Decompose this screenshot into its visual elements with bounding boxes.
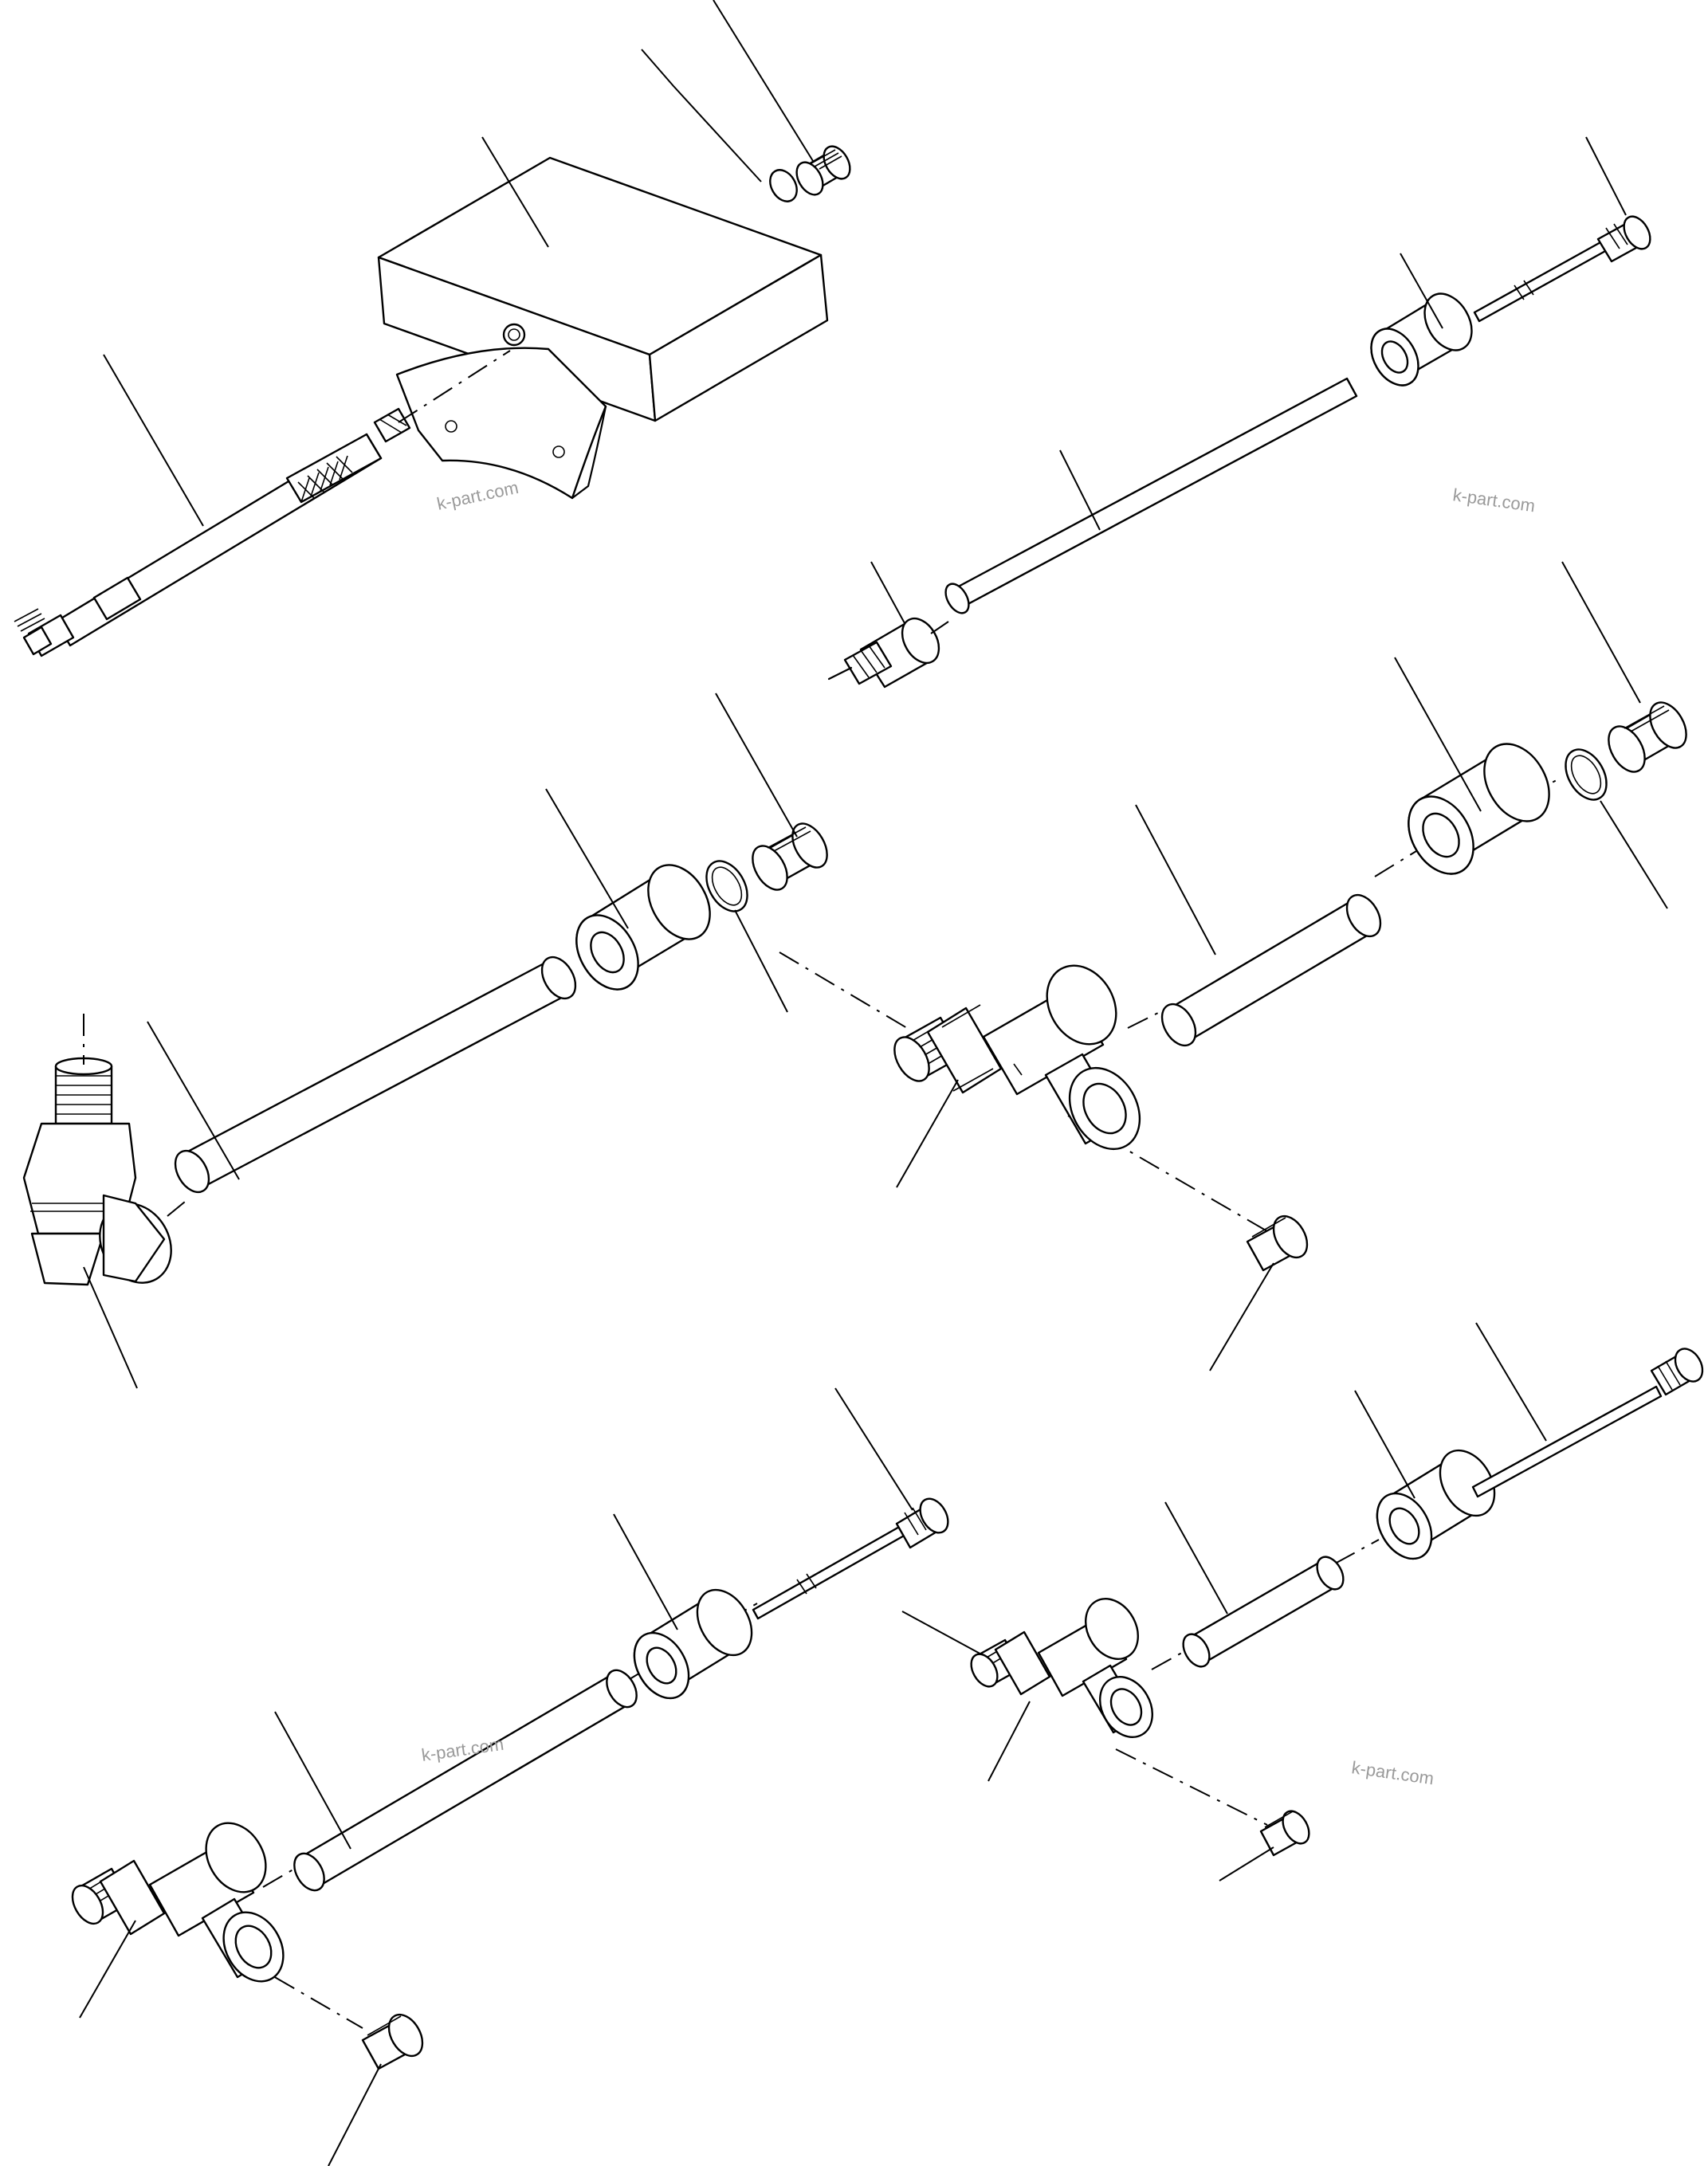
- leader-elbow: [83, 1266, 138, 1389]
- leader-fitting-5: [834, 1387, 913, 1511]
- hex-nut-assembly-2: [1370, 292, 1473, 387]
- leader-nut-6: [1354, 1390, 1415, 1499]
- watermark-1: k-part.com: [435, 477, 520, 514]
- plug-assembly-3: [752, 822, 828, 891]
- leader-rod-6: [1475, 1322, 1547, 1442]
- leader-cap-5: [328, 2063, 382, 2166]
- leader-plug: [713, 0, 814, 162]
- tube-assembly-2: [951, 377, 1358, 609]
- watermark-4: k-part.com: [1350, 1757, 1435, 1788]
- leader-tube-2: [1059, 449, 1101, 531]
- leader-tube-4: [1135, 804, 1216, 955]
- hose-assembly: [14, 350, 511, 657]
- leader-block: [481, 136, 549, 248]
- assembly-4: [779, 561, 1687, 1371]
- o-ring-assembly-3: [705, 860, 748, 912]
- elbow-fitting: [22, 1014, 186, 1286]
- plug-assembly-4: [1608, 701, 1687, 773]
- assembly-2: [827, 136, 1651, 689]
- leader-tee-4: [896, 1079, 959, 1188]
- leader-male-fitting-2: [870, 561, 905, 624]
- leader-tee-5: [79, 1920, 136, 2019]
- leader-tube-3: [147, 1021, 240, 1180]
- o-ring-assembly-4: [1565, 748, 1608, 801]
- leader-o-ring-3: [734, 909, 788, 1013]
- plug-fitting-top-left: [790, 140, 857, 201]
- tee-fitting-assembly-4: [893, 964, 1141, 1151]
- cap-assembly-4: [1246, 1214, 1309, 1272]
- leader-nut-3: [545, 788, 629, 929]
- leader-fitting-2: [1585, 136, 1627, 216]
- mounting-block: [377, 156, 829, 422]
- tee-fitting-assembly-6: [970, 1598, 1153, 1738]
- leader-plug-3: [715, 693, 798, 838]
- leader-cap-4: [1209, 1262, 1274, 1371]
- hex-nut-assembly-4: [1408, 743, 1550, 875]
- tube-assembly-3: [182, 959, 569, 1190]
- hex-nut-assembly-5: [633, 1588, 753, 1700]
- hex-nut-assembly-3: [575, 864, 711, 991]
- cap-assembly-5: [361, 2013, 424, 2070]
- leader-nut-5: [613, 1513, 678, 1630]
- leader-plug-4: [1561, 561, 1641, 704]
- leader-tube-6: [1164, 1501, 1228, 1615]
- tube-assembly-5: [300, 1672, 631, 1889]
- leader-o-ring-4: [1600, 800, 1668, 909]
- male-fitting-assembly-2: [827, 617, 949, 689]
- leader-hose: [103, 354, 204, 527]
- tube-assembly-4: [1168, 897, 1374, 1043]
- leader-o-ring: [641, 49, 762, 182]
- leader-nut-4: [1394, 657, 1482, 812]
- curved-plate: [395, 347, 607, 500]
- leader-tube-5: [274, 1711, 351, 1850]
- leader-nut-2: [1400, 253, 1443, 329]
- assembly-3: [22, 693, 828, 1389]
- leader-tee-6: [987, 1701, 1031, 1782]
- tee-fitting-assembly-5: [71, 1822, 285, 1983]
- hex-nut-assembly-6: [1376, 1449, 1496, 1560]
- leader-cap-6: [1219, 1846, 1274, 1882]
- cap-assembly-6: [1259, 1810, 1310, 1857]
- watermark-2: k-part.com: [1451, 485, 1536, 516]
- tube-assembly-6: [1188, 1559, 1339, 1665]
- assembly-5: [71, 1387, 949, 2166]
- o-ring-top-left: [769, 169, 798, 202]
- assembly-1: [14, 0, 857, 657]
- assembly-6: [901, 1322, 1704, 1882]
